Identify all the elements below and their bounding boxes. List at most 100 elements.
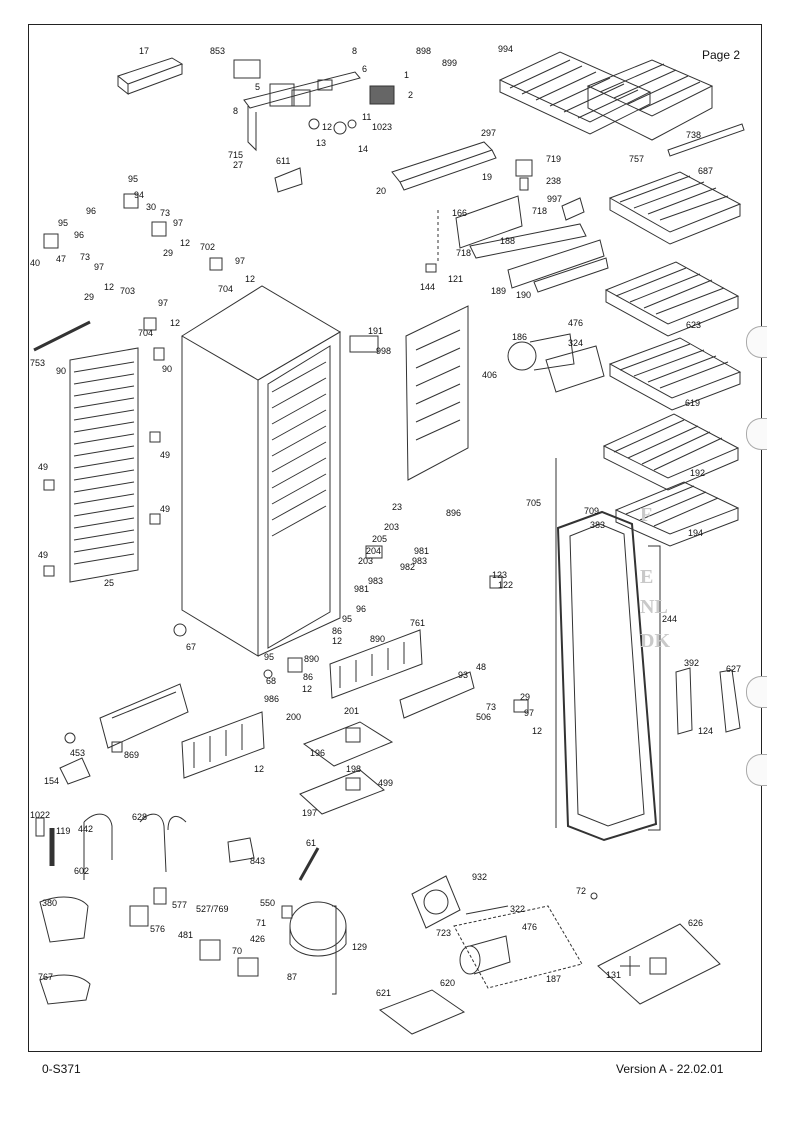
clip-49c <box>43 479 55 491</box>
part-number-label: 453 <box>70 748 86 758</box>
part-number-label: 843 <box>250 856 266 866</box>
part-994-shelf <box>498 51 652 135</box>
grille-761 <box>329 629 423 699</box>
part-757-rail <box>667 123 745 157</box>
part-number-label: 122 <box>498 580 514 590</box>
motor-723 <box>459 935 511 975</box>
part-number-label: 192 <box>690 468 706 478</box>
part-number-label: 97 <box>173 218 184 228</box>
part-number-label: 890 <box>370 634 386 644</box>
part-number-label: 406 <box>482 370 498 380</box>
part-number-label: 200 <box>286 712 302 722</box>
part-number-label: 2 <box>408 90 414 100</box>
part-number-label: 48 <box>476 662 487 672</box>
part-number-label: 621 <box>376 988 392 998</box>
part-628-tube <box>139 813 187 873</box>
part-number-label: 29 <box>520 692 531 702</box>
part-number-label: 90 <box>162 364 173 374</box>
part-number-label: 194 <box>688 528 704 538</box>
part-number-label: 8 <box>233 106 239 116</box>
part-number-label: 12 <box>302 684 313 694</box>
part-number-label: 723 <box>436 928 452 938</box>
part-72 <box>590 892 598 900</box>
page-label: Page 2 <box>702 48 741 62</box>
part-number-label: 196 <box>310 748 326 758</box>
part-number-label: 71 <box>256 918 267 928</box>
part-number-label: 1022 <box>30 810 51 820</box>
part-number-label: 95 <box>264 652 275 662</box>
drawing-frame <box>28 24 762 1052</box>
part-number-label: 154 <box>44 776 60 786</box>
part-number-label: 14 <box>358 144 369 154</box>
part-number-label: 73 <box>486 702 497 712</box>
version-label: Version A - 22.02.01 <box>616 1062 724 1076</box>
part-123 <box>489 575 503 589</box>
part-number-label: 49 <box>160 504 171 514</box>
part-number-label: 198 <box>346 764 362 774</box>
part-number-label: 705 <box>526 498 542 508</box>
part-number-label: 205 <box>372 534 388 544</box>
rear-panel-406 <box>405 305 469 481</box>
part-number-label: 190 <box>516 290 532 300</box>
lang-code-nl: NL <box>640 596 668 618</box>
part-number-label: 981 <box>414 546 430 556</box>
part-68 <box>263 669 273 679</box>
part-number-label: 380 <box>42 898 58 908</box>
part-number-label: 96 <box>74 230 85 240</box>
part-number-label: 703 <box>120 286 136 296</box>
part-number-label: 25 <box>104 578 115 588</box>
part-number-label: 626 <box>688 918 704 928</box>
part-number-label: 189 <box>491 286 507 296</box>
part-number-label: 197 <box>302 808 318 818</box>
part-number-label: 898 <box>416 46 432 56</box>
binder-hole <box>746 676 767 708</box>
kick-plate-48 <box>399 671 475 719</box>
part-number-label: 997 <box>547 194 563 204</box>
part-number-label: 90 <box>56 366 67 376</box>
part-61 <box>298 847 320 881</box>
part-number-label: 93 <box>458 670 469 680</box>
part-number-label: 986 <box>264 694 280 704</box>
bracket-197-area <box>299 769 385 815</box>
part-number-label: 73 <box>80 252 91 262</box>
area-626 <box>597 923 721 1005</box>
part-number-label: 702 <box>200 242 216 252</box>
part-94 <box>123 193 139 209</box>
part-number-label: 476 <box>522 922 538 932</box>
part-number-label: 6 <box>362 64 368 74</box>
part-number-label: 322 <box>510 904 526 914</box>
part-number-label: 187 <box>546 974 562 984</box>
shelf-623 <box>604 261 740 337</box>
part-154 <box>59 757 91 785</box>
part-number-label: 96 <box>356 604 367 614</box>
part-number-label: 611 <box>276 156 291 166</box>
shelf-619 <box>608 337 742 411</box>
part-number-label: 11 <box>362 112 372 122</box>
part-number-label: 896 <box>446 508 462 518</box>
part-number-label: 704 <box>138 328 154 338</box>
part-number-label: 687 <box>698 166 714 176</box>
part-number-label: 12 <box>532 726 543 736</box>
part-767 <box>39 974 91 1005</box>
part-number-label: 623 <box>686 320 702 330</box>
part-number-label: 620 <box>440 978 456 988</box>
part-number-label: 994 <box>498 44 514 54</box>
part-number-label: 19 <box>482 172 493 182</box>
part-number-label: 704 <box>218 284 234 294</box>
condenser-coil-25 <box>69 347 139 583</box>
part-number-label: 392 <box>684 658 700 668</box>
part-738-basket <box>586 59 714 141</box>
part-number-label: 49 <box>38 462 49 472</box>
clip-49a <box>149 431 161 443</box>
part-number-label: 499 <box>378 778 394 788</box>
part-67 <box>173 623 187 637</box>
part-number-label: 129 <box>352 942 368 952</box>
part-70 <box>237 957 259 977</box>
part-number-label: 144 <box>420 282 436 292</box>
part-297-trim <box>391 141 497 191</box>
part-number-label: 383 <box>590 520 606 530</box>
part-number-label: 481 <box>178 930 194 940</box>
control-panel-bracket <box>233 59 395 193</box>
binder-hole <box>746 754 767 786</box>
part-number-label: 95 <box>342 614 353 624</box>
